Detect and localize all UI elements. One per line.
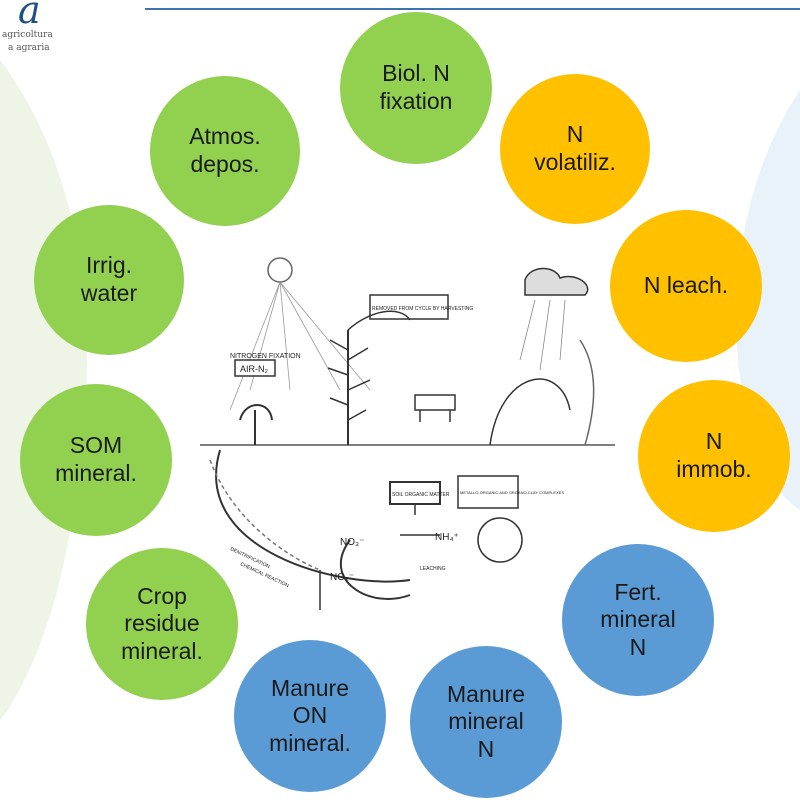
- bubble-label: SOM mineral.: [55, 432, 137, 486]
- soil-om-box: [389, 481, 441, 505]
- air-n2-box: [234, 359, 276, 377]
- bubble-label: Biol. N fixation: [379, 60, 453, 114]
- bubble-label: Crop residue mineral.: [121, 582, 203, 664]
- bubble-label: Manure ON mineral.: [269, 674, 351, 756]
- clay-complex-icon: [477, 517, 523, 563]
- label-metallo: METALLO-ORGANIC AND ORGANO-CLAY COMPLEXE…: [460, 490, 564, 495]
- bubble-label: Atmos. depos.: [189, 123, 261, 177]
- hill-arc: [489, 378, 571, 446]
- bubble-biol-n-fixation: Biol. N fixation: [340, 12, 492, 164]
- bubble-label: Fert. mineral N: [600, 578, 676, 660]
- bubble-label: N immob.: [676, 428, 752, 482]
- arc-soil-to-no3: [400, 505, 440, 536]
- logo-mark: a: [18, 0, 41, 32]
- bubble-crop-residue-mineral: Crop residue mineral.: [86, 548, 238, 700]
- label-soil-om: SOIL ORGANIC MATTER: [392, 492, 450, 498]
- label-nh4: NH₄⁺: [435, 532, 459, 543]
- label-no2: NO₂⁻: [330, 572, 354, 583]
- bubble-atmos-depos: Atmos. depos.: [150, 76, 300, 226]
- header-rule: [145, 8, 800, 10]
- label-leaching: LEACHING: [420, 566, 446, 572]
- sunrays: [229, 281, 371, 411]
- label-air-n2: AIR-N₂: [240, 364, 268, 374]
- logo-text-line1: agricoltura: [2, 30, 53, 40]
- sun-icon: [267, 257, 293, 283]
- tree-left: [239, 404, 273, 445]
- bubble-n-immob: N immob.: [638, 380, 790, 532]
- bubble-irrig-water: Irrig. water: [34, 205, 184, 355]
- bubble-som-mineral: SOM mineral.: [20, 384, 172, 536]
- bubble-fert-mineral-n: Fert. mineral N: [562, 544, 714, 696]
- logo-text-line2: a agraria: [8, 43, 50, 53]
- label-nitrogen-fixation: NITROGEN FIXATION: [230, 353, 301, 360]
- bubble-label: N leach.: [643, 272, 729, 299]
- metallo-box: [457, 475, 519, 509]
- rain-cloud: [524, 267, 589, 296]
- arc-cycle: [339, 539, 411, 600]
- arc-denitrification: [209, 459, 321, 571]
- label-no3: NO₃⁻: [340, 537, 364, 548]
- animal-icon: [414, 394, 456, 422]
- nitrogen-cycle-diagram: NITROGEN FIXATION AIR-N₂ REMOVED FROM CY…: [200, 257, 615, 610]
- rain-lines: [519, 299, 566, 371]
- bubble-n-leach: N leach.: [610, 210, 762, 362]
- bubble-manure-on-mineral: Manure ON mineral.: [234, 640, 386, 792]
- label-removed: REMOVED FROM CYCLE BY HARVESTING: [372, 306, 473, 312]
- arc-fixation: [215, 449, 411, 583]
- bubble-label: Irrig. water: [80, 252, 138, 306]
- logo: a agricoltura a agraria: [0, 0, 70, 62]
- bubble-manure-mineral-n: Manure mineral N: [410, 646, 562, 798]
- plant-leaves: [327, 339, 371, 421]
- bubble-label: Manure mineral N: [447, 680, 525, 762]
- funnel-cloud: [579, 339, 595, 446]
- arc-harvest: [347, 310, 411, 331]
- bubble-label: N volatiliz.: [534, 121, 616, 175]
- bubble-n-volatiliz: N volatiliz.: [500, 74, 650, 224]
